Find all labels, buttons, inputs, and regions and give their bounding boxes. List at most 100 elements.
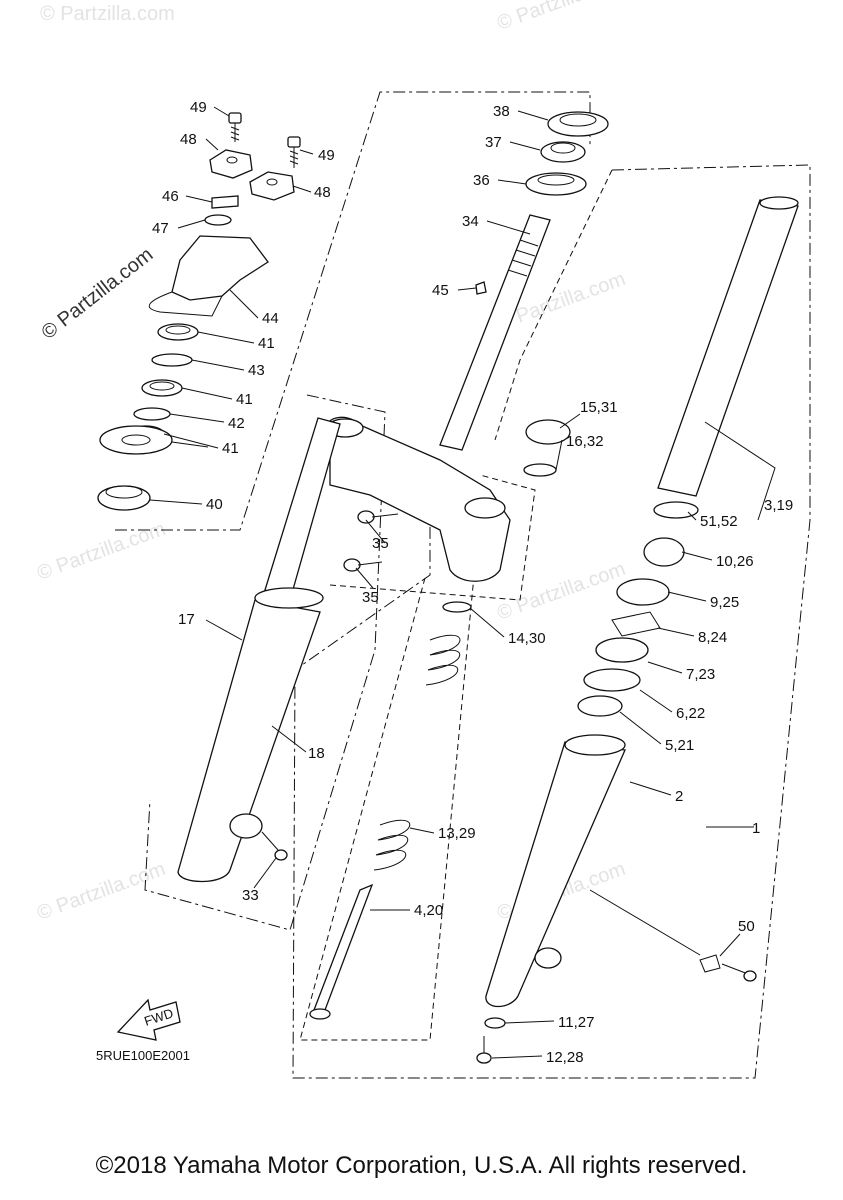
fwd-arrow-icon: FWD bbox=[116, 998, 181, 1041]
callout-label: 11,27 bbox=[558, 1014, 594, 1031]
callout-label: 18 bbox=[308, 745, 325, 762]
handlebar-holder-lower-icon bbox=[171, 235, 269, 301]
callout-label: 43 bbox=[248, 362, 265, 379]
under-bracket bbox=[326, 416, 571, 582]
spring-damper-assembly bbox=[309, 601, 472, 1020]
callout-label: 16,32 bbox=[566, 433, 604, 450]
callout-label: 40 bbox=[206, 496, 223, 513]
callout-label: 48 bbox=[180, 131, 197, 148]
oil-seal-icon bbox=[583, 668, 641, 692]
lock-washer-icon bbox=[151, 353, 193, 367]
callout-label: 48 bbox=[314, 184, 331, 201]
bearing-icon bbox=[540, 141, 586, 163]
axle-boss-icon bbox=[229, 813, 263, 839]
inner-tube-right-icon bbox=[657, 199, 799, 497]
callout-label: 8,24 bbox=[698, 629, 727, 646]
callout-label: 17 bbox=[178, 611, 195, 628]
callout-label: 49 bbox=[318, 147, 335, 164]
right-fork-boundary bbox=[292, 164, 811, 1079]
fork-spring-icon bbox=[373, 819, 411, 871]
under-bracket-boundary bbox=[329, 474, 536, 601]
callout-label: 37 bbox=[485, 134, 502, 151]
assembly-boundaries bbox=[115, 91, 811, 1079]
upper-bracket-boundary bbox=[115, 91, 591, 531]
steering-stem-icon bbox=[439, 214, 551, 451]
callout-label: 38 bbox=[493, 103, 510, 120]
washer-icon bbox=[204, 214, 232, 226]
handlebar-holder-upper-icon bbox=[249, 171, 295, 201]
callout-label: 51,52 bbox=[700, 513, 738, 530]
steering-boundary bbox=[494, 169, 613, 441]
bolt-icon bbox=[287, 136, 301, 168]
callout-label: 13,29 bbox=[438, 825, 476, 842]
callout-label: 41 bbox=[222, 440, 239, 457]
callout-label: 49 bbox=[190, 99, 207, 116]
washer-icon bbox=[484, 1017, 506, 1029]
left-fork-boundary bbox=[144, 394, 386, 931]
callout-label: 14,30 bbox=[508, 630, 546, 647]
under-bracket-icon bbox=[327, 416, 511, 582]
callout-label: 15,31 bbox=[580, 399, 618, 416]
bolt-icon bbox=[476, 1036, 492, 1064]
callout-label: 2 bbox=[675, 788, 683, 805]
clip-icon bbox=[611, 611, 661, 637]
callout-label: 34 bbox=[462, 213, 479, 230]
left-fork-assembly bbox=[177, 417, 341, 883]
callout-label: 35 bbox=[372, 535, 389, 552]
outer-tube-left-icon bbox=[177, 599, 321, 883]
washer-icon bbox=[133, 407, 171, 421]
callout-label: 41 bbox=[258, 335, 275, 352]
callout-label: 47 bbox=[152, 220, 169, 237]
watermark-dark: © Partzilla.com bbox=[38, 244, 158, 344]
fork-spring-icon bbox=[425, 634, 461, 686]
inner-tube-left-icon bbox=[264, 417, 341, 601]
watermark: © Partzilla.com bbox=[34, 518, 168, 585]
nut-icon bbox=[211, 195, 239, 209]
bolt-icon bbox=[343, 558, 383, 572]
bolt-icon bbox=[357, 510, 399, 524]
callout-label: 42 bbox=[228, 415, 245, 432]
guide-bushing-icon bbox=[653, 501, 699, 519]
callout-label: 50 bbox=[738, 918, 755, 935]
damper-rod-icon bbox=[313, 883, 374, 1011]
oil-seal-icon bbox=[616, 578, 670, 606]
slide-metal-icon bbox=[577, 695, 623, 717]
watermark: © Partzilla.com bbox=[494, 0, 628, 35]
watermark: © Partzilla.com bbox=[34, 858, 168, 925]
callout-label: 44 bbox=[262, 310, 279, 327]
right-fork-assembly bbox=[476, 196, 799, 1064]
bolt-icon bbox=[699, 954, 757, 982]
cap-bolt-icon bbox=[525, 419, 571, 445]
axle-boss-icon bbox=[534, 947, 562, 969]
callout-label: 4,20 bbox=[414, 902, 443, 919]
steering-stem-stack bbox=[439, 111, 609, 451]
callout-label: 6,22 bbox=[676, 705, 705, 722]
callout-label: 33 bbox=[242, 887, 259, 904]
leader-lines bbox=[149, 106, 776, 1059]
callout-label: 3,19 bbox=[764, 497, 793, 514]
watermark: © Partzilla.com bbox=[494, 558, 628, 625]
callout-labels: 49 48 49 48 46 47 44 41 43 41 42 41 39 4… bbox=[152, 99, 793, 1066]
slide-metal-icon bbox=[643, 537, 685, 567]
copyright-notice: ©2018 Yamaha Motor Corporation, U.S.A. A… bbox=[95, 1152, 748, 1179]
callout-label: 45 bbox=[432, 282, 449, 299]
bearing-race-icon bbox=[525, 172, 587, 196]
handlebar-holder-upper-icon bbox=[209, 149, 253, 179]
callout-label: 7,23 bbox=[686, 666, 715, 683]
bolt-icon bbox=[228, 112, 242, 142]
o-ring-icon bbox=[523, 463, 557, 477]
outer-tube-right-icon bbox=[485, 741, 626, 1008]
key-icon bbox=[475, 281, 487, 295]
callout-label: 9,25 bbox=[710, 594, 739, 611]
spacer-icon bbox=[442, 601, 472, 613]
callout-label: 10,26 bbox=[716, 553, 754, 570]
washer-icon bbox=[595, 637, 649, 663]
dust-seal-icon bbox=[99, 425, 173, 455]
bearing-race-icon bbox=[547, 111, 609, 137]
callout-label: 5,21 bbox=[665, 737, 694, 754]
callout-label: 46 bbox=[162, 188, 179, 205]
callout-label: 36 bbox=[473, 172, 490, 189]
bolt-icon bbox=[261, 831, 288, 861]
watermark: © Partzilla.com bbox=[40, 3, 175, 25]
